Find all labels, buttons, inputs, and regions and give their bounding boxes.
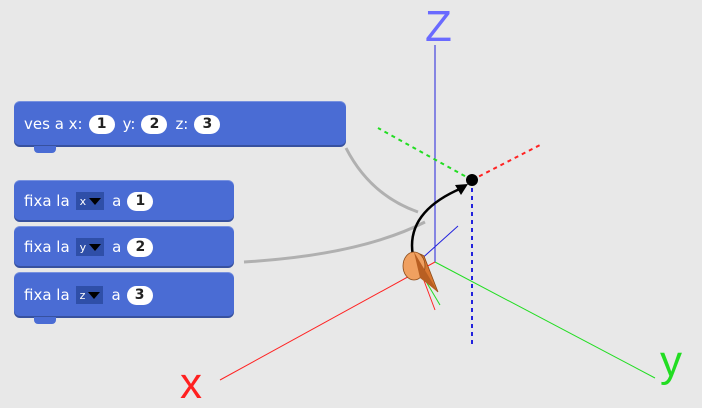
set-y-label: fixa la: [24, 238, 70, 256]
set-connector-curve: [243, 220, 426, 264]
chevron-down-icon: [88, 291, 101, 299]
set-y-connector: a: [112, 238, 122, 256]
set-x-connector: a: [112, 192, 122, 210]
set-x-label: fixa la: [24, 192, 70, 210]
block-notch: [34, 317, 56, 324]
target-x-guide: [471, 144, 541, 181]
goto-y-input[interactable]: 2: [141, 114, 168, 134]
set-z-block[interactable]: fixa la z a 3: [14, 272, 234, 324]
goto-connector-curve: [344, 147, 419, 214]
goto-label: ves a x:: [24, 115, 83, 133]
z-axis-label: Z: [425, 2, 452, 51]
target-point: [466, 174, 478, 186]
set-z-variable: z: [79, 288, 86, 302]
set-z-label: fixa la: [24, 286, 70, 304]
turtle-cone: [402, 251, 439, 293]
target-y-guide: [377, 127, 473, 181]
set-z-variable-dropdown[interactable]: z: [75, 286, 104, 304]
set-x-variable: x: [79, 194, 87, 208]
block-notch: [34, 146, 56, 153]
y-axis-line: [434, 261, 656, 379]
x-axis-line: [219, 261, 436, 381]
set-y-variable-dropdown[interactable]: y: [75, 238, 105, 256]
move-arrow: [410, 186, 463, 257]
x-axis-label: x: [180, 359, 202, 408]
set-z-connector: a: [111, 286, 121, 304]
goto-xyz-block[interactable]: ves a x: 1 y: 2 z: 3: [14, 101, 346, 153]
chevron-down-icon: [89, 197, 102, 205]
set-x-value-input[interactable]: 1: [127, 191, 154, 211]
set-y-value-input[interactable]: 2: [127, 237, 154, 257]
set-x-variable-dropdown[interactable]: x: [75, 192, 105, 210]
set-x-block[interactable]: fixa la x a 1: [14, 180, 234, 222]
goto-y-label: y:: [122, 115, 136, 133]
y-axis-label: y: [660, 337, 682, 386]
set-y-variable: y: [79, 240, 87, 254]
chevron-down-icon: [89, 243, 102, 251]
goto-z-label: z:: [175, 115, 189, 133]
arrowhead: [455, 184, 468, 195]
goto-x-input[interactable]: 1: [88, 114, 115, 134]
set-z-value-input[interactable]: 3: [126, 285, 153, 305]
goto-z-input[interactable]: 3: [194, 114, 221, 134]
turtle-z-axis: [417, 225, 459, 263]
set-y-block[interactable]: fixa la y a 2: [14, 226, 234, 268]
